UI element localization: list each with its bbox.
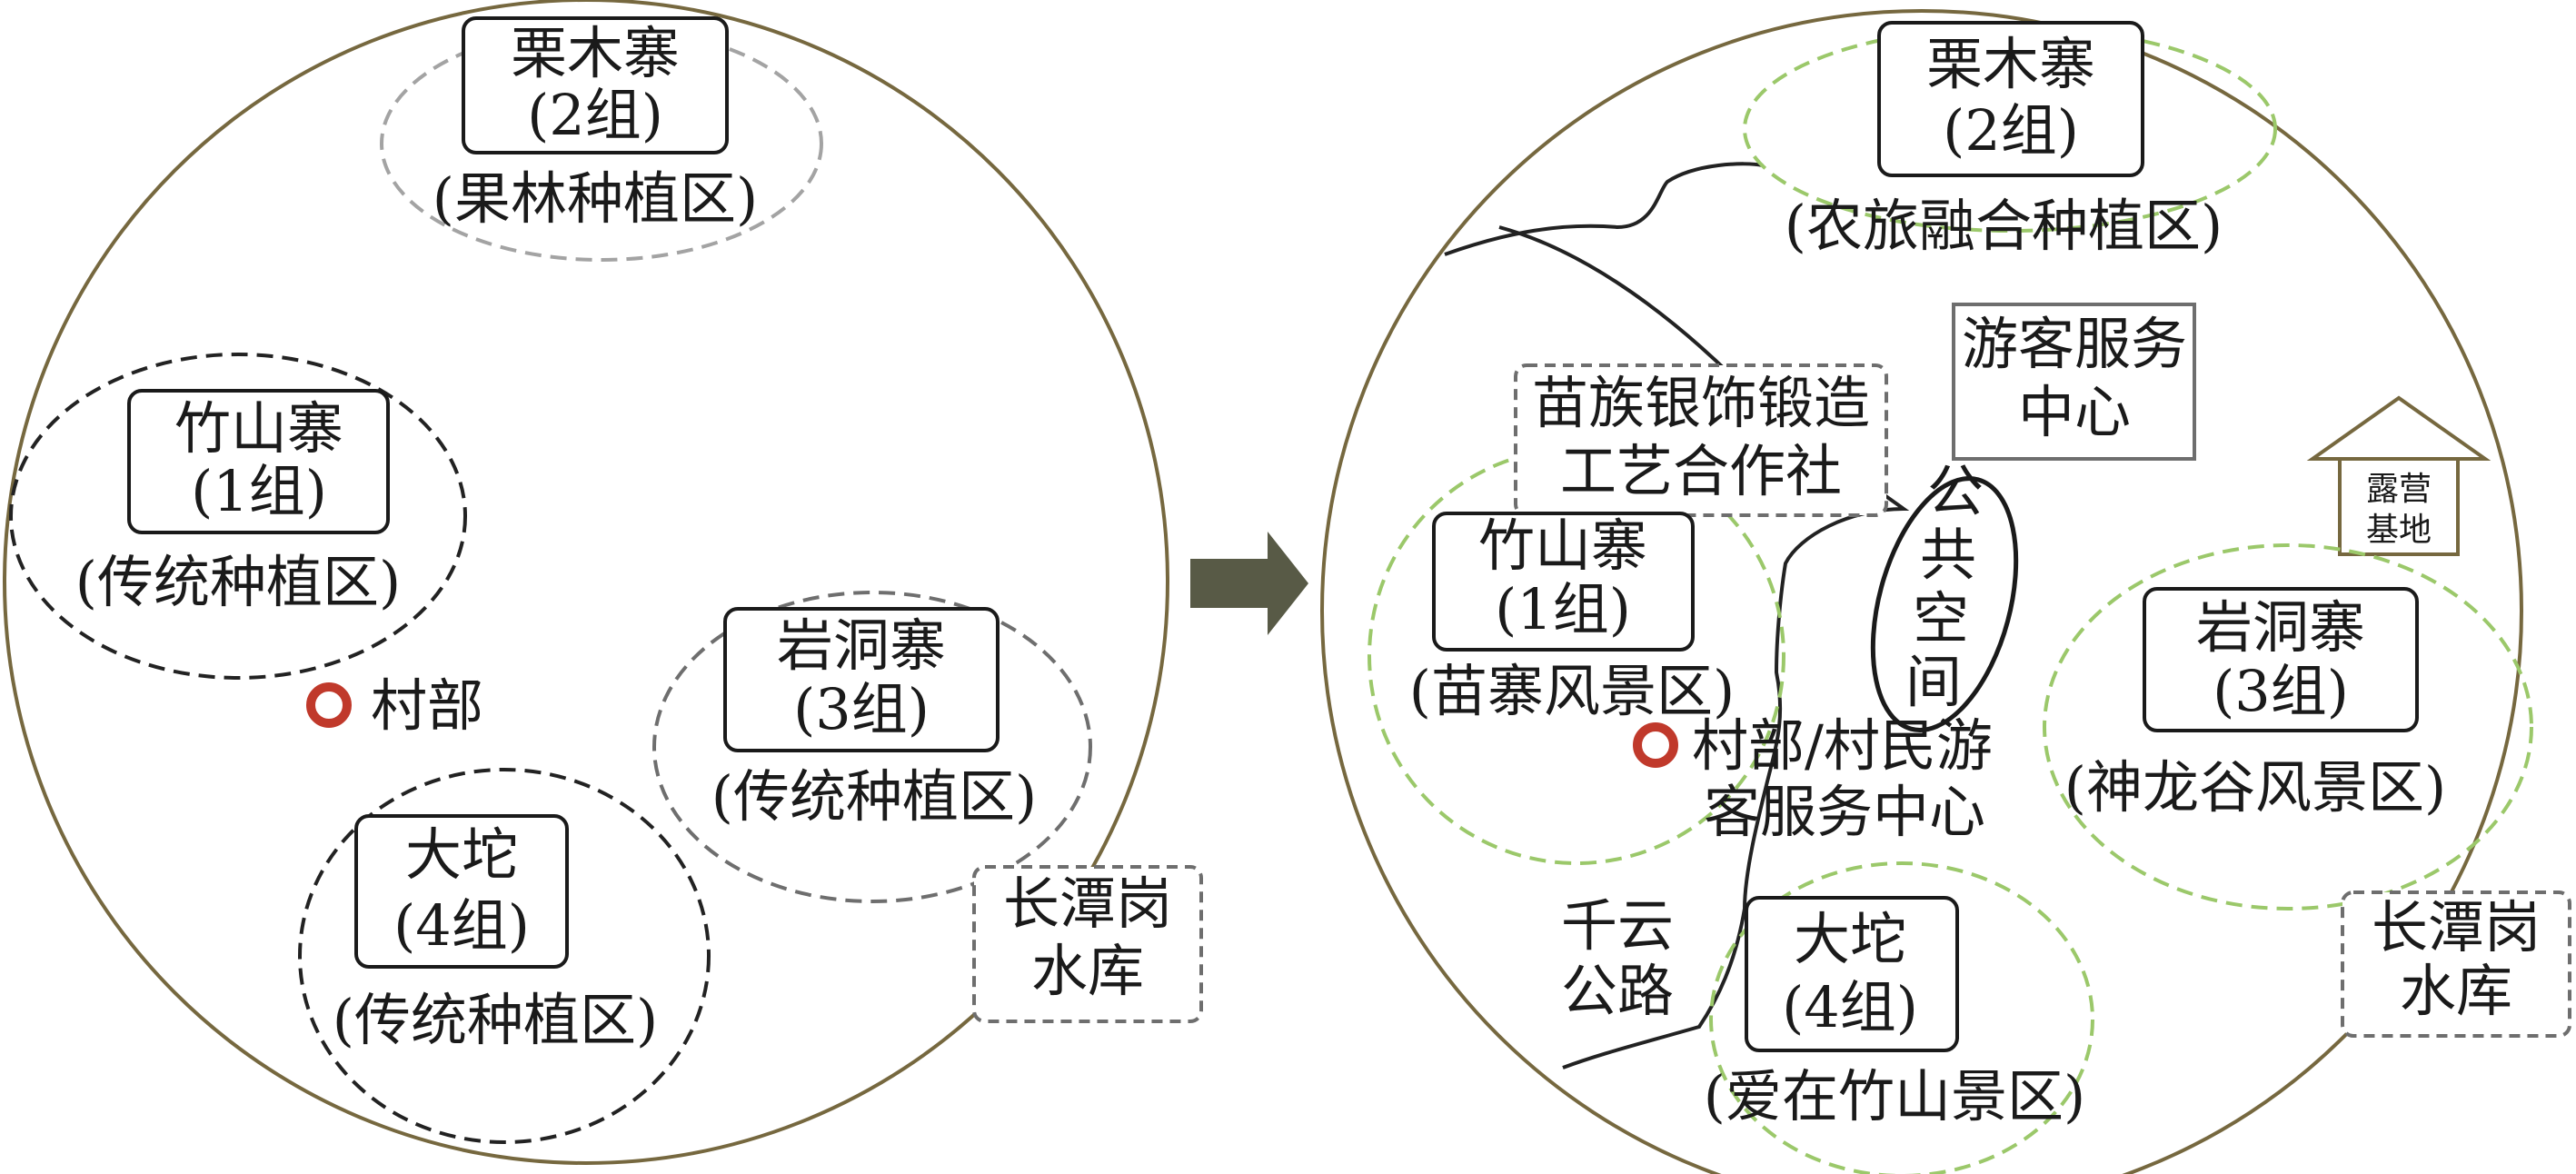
left-reservoir-line1: 长潭岗	[1003, 871, 1172, 937]
visitor-center-line1: 游客服务	[1962, 311, 2187, 377]
camping-base-line2: 基地	[2366, 512, 2432, 549]
right-group2-zone-ellipse	[1743, 25, 2277, 233]
right-village-office-line2: 客服务中心	[1704, 779, 1985, 845]
left-group2-name: 栗木寨	[511, 20, 680, 86]
silver-coop-box	[1514, 363, 1888, 517]
left-group4-label-box	[354, 814, 569, 969]
left-group2-label-box	[462, 16, 729, 154]
left-group3-zone: (传统种植区)	[711, 763, 1037, 830]
visitor-center-box	[1952, 303, 2196, 461]
right-group4-number: (4组)	[1782, 974, 1918, 1040]
left-group4-zone: (传统种植区)	[333, 987, 658, 1053]
left-group2-zone-ellipse	[380, 25, 823, 262]
left-group1-name: 竹山寨	[174, 395, 343, 462]
road-label-line1: 千云	[1561, 892, 1674, 959]
right-arrow-icon	[1190, 532, 1308, 635]
road-top-left	[1444, 162, 1764, 256]
left-group4-name: 大坨	[405, 821, 518, 888]
right-group1-number: (1组)	[1495, 576, 1631, 642]
right-group3-zone-ellipse	[2043, 543, 2533, 910]
camping-base-line1: 露营	[2366, 471, 2432, 508]
left-group3-number: (3组)	[793, 676, 930, 742]
left-reservoir-box	[972, 865, 1203, 1023]
public-space-char1: 公	[1927, 458, 1984, 524]
left-group3-zone-ellipse	[652, 591, 1092, 903]
right-group3-label-box	[2143, 587, 2419, 732]
right-map-boundary	[1320, 9, 2523, 1174]
right-group4-zone: (爱在竹山景区)	[1704, 1063, 2085, 1129]
right-reservoir-line2: 水库	[2400, 958, 2512, 1024]
right-village-office-line1: 村部/村民游	[1692, 712, 1993, 779]
left-group3-label-box	[723, 607, 1000, 752]
silver-coop-line1: 苗族银饰锻造	[1532, 370, 1870, 436]
left-map: 栗木寨 (2组) (果林种植区) 竹山寨 (1组) (传统种植区) 村部 岩洞寨…	[3, 0, 1203, 1165]
left-group1-zone-ellipse	[9, 353, 467, 680]
right-group1-label-box	[1432, 512, 1695, 652]
right-group3-zone: (神龙谷风景区)	[2064, 754, 2446, 821]
right-group2-number: (2组)	[1943, 97, 2079, 164]
visitor-center-line2: 中心	[2018, 379, 2131, 445]
left-group1-label-box	[127, 389, 390, 534]
right-group2-name: 栗木寨	[1926, 31, 2095, 97]
right-group1-zone: (苗寨风景区)	[1409, 658, 1735, 724]
left-group2-number: (2组)	[527, 82, 663, 148]
left-group1-zone: (传统种植区)	[75, 549, 401, 615]
public-space-char2: 共	[1920, 522, 1976, 588]
road-label-line2: 公路	[1561, 958, 1674, 1024]
left-group4-number: (4组)	[393, 892, 530, 959]
silver-coop-line2: 工艺合作社	[1560, 438, 1842, 504]
public-space-char4: 间	[1905, 649, 1962, 715]
right-group4-zone-ellipse	[1709, 861, 2094, 1174]
public-space-ellipse	[1870, 476, 2019, 732]
left-group2-zone: (果林种植区)	[433, 165, 758, 232]
right-group1-name: 竹山寨	[1478, 512, 1647, 579]
left-village-office-label: 村部	[371, 672, 483, 739]
left-map-boundary	[3, 0, 1169, 1165]
left-village-office-marker	[306, 682, 352, 728]
right-group4-label-box	[1745, 896, 1959, 1052]
right-reservoir-line1: 长潭岗	[2372, 894, 2541, 960]
right-reservoir-box	[2341, 890, 2571, 1038]
left-group4-zone-ellipse	[298, 768, 711, 1144]
right-group2-zone: (农旅融合种植区)	[1785, 193, 2223, 259]
right-group4-name: 大坨	[1794, 906, 1906, 972]
left-reservoir-line2: 水库	[1031, 938, 1144, 1004]
public-space-char3: 空	[1913, 585, 1969, 652]
right-group3-name: 岩洞寨	[2196, 594, 2365, 661]
left-group3-name: 岩洞寨	[777, 612, 946, 679]
camping-base-icon	[2306, 395, 2491, 556]
right-village-office-marker	[1633, 722, 1678, 768]
right-map: 栗木寨 (2组) (农旅融合种植区) 游客服务 中心 露营 基地 苗族银饰锻造 …	[1320, 9, 2571, 1174]
left-group1-number: (1组)	[191, 458, 327, 524]
right-group2-label-box	[1877, 21, 2144, 177]
right-group3-number: (3组)	[2213, 658, 2349, 724]
